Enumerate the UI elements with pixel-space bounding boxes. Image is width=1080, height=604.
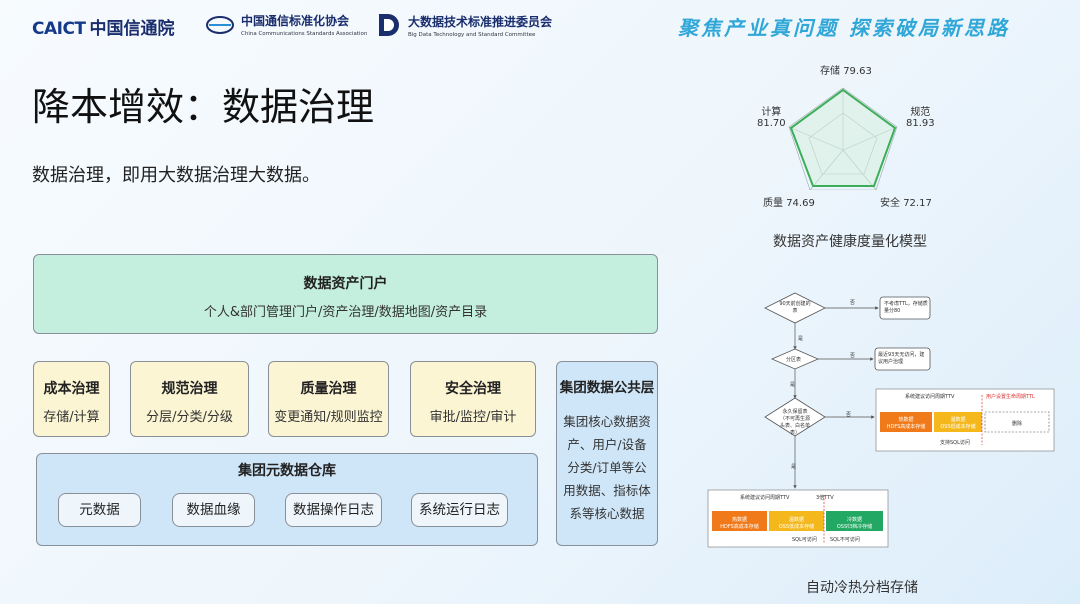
flow-d1-text: 90天前创建的表 xyxy=(779,301,811,314)
flow-r2-text: 最近93天无访问，建议用户治理 xyxy=(878,352,925,365)
portal-title: 数据资产门户 xyxy=(303,276,388,292)
flow-no-3: 否 xyxy=(846,412,852,418)
gov-quality-sub: 变更通知/规则监控 xyxy=(274,410,383,425)
caict-logo-en: CAICT xyxy=(32,19,86,39)
flow-d3-text: 永久保留表（不可再生源头表、白名单表） xyxy=(779,409,810,436)
warehouse-title: 集团元数据仓库 xyxy=(238,463,336,479)
flow-result-1 xyxy=(879,296,931,320)
gov-quality-title: 质量治理 xyxy=(300,381,357,397)
flow-d2-text: 分区表 xyxy=(786,357,802,363)
flow-sql-no: SQL不可访问 xyxy=(830,537,860,543)
radar-label-storage: 存储 79.63 xyxy=(820,66,872,77)
flow-hot-cell-2 xyxy=(712,511,767,531)
bdc-logo-sub: Big Data Technology and Standard Committ… xyxy=(408,31,536,38)
flow-warm-cell-1 xyxy=(934,412,982,432)
flow-result-2 xyxy=(874,347,931,371)
gov-security-title: 安全治理 xyxy=(445,381,501,397)
bdc-logo-title: 大数据技术标准推进委员会 xyxy=(408,14,553,29)
flow-yes-2: 是 xyxy=(790,382,796,388)
flow-warm-cell-2 xyxy=(769,511,824,531)
flow-no-2: 否 xyxy=(850,353,856,359)
flow-cold-cell xyxy=(826,511,883,531)
gov-security-box: 安全治理 审批/监控/审计 xyxy=(410,361,536,437)
portal-sub: 个人&部门管理门户/资产治理/数据地图/资产目录 xyxy=(203,305,488,320)
gov-spec-title: 规范治理 xyxy=(161,381,218,397)
bdc-logo-icon xyxy=(379,14,399,36)
warehouse-item-oplog: 数据操作日志 xyxy=(285,493,382,527)
flow-sql-ok: 支持SQL访问 xyxy=(940,440,970,446)
page-title: 降本增效：数据治理 xyxy=(32,85,375,129)
flow-r1-text: 不考虑TTL，存储质量分80 xyxy=(884,301,928,314)
flow-ttv3: 系统建议访问周期TTV xyxy=(740,495,790,501)
flow-yes-3: 是 xyxy=(791,464,797,470)
radar-grid-outer xyxy=(788,87,898,190)
radar-label-quality: 质量 74.69 xyxy=(763,198,815,209)
public-layer-title: 集团数据公共层 xyxy=(559,380,655,396)
radar-caption: 数据资产健康度量化模型 xyxy=(773,234,927,250)
warehouse-item-syslog: 系统运行日志 xyxy=(411,493,508,527)
gov-cost-box: 成本治理 存储/计算 xyxy=(33,361,110,437)
flow-hot-cell-1 xyxy=(880,412,932,432)
flow-delete: 删除 xyxy=(1012,421,1023,427)
slogan: 聚焦产业真问题 探索破局新思路 xyxy=(678,16,1010,40)
tiering-flowchart xyxy=(707,292,1055,548)
warehouse-item-lineage: 数据血缘 xyxy=(172,493,255,527)
ccsa-logo-title: 中国通信标准化协会 xyxy=(241,14,350,28)
gov-spec-sub: 分层/分类/分级 xyxy=(146,410,233,425)
ccsa-logo-sub: China Communications Standards Associati… xyxy=(241,31,368,37)
gov-quality-box: 质量治理 变更通知/规则监控 xyxy=(268,361,389,437)
radar-chart xyxy=(788,87,898,190)
flow-yes-1: 是 xyxy=(798,336,804,342)
warehouse-item-metadata: 元数据 xyxy=(58,493,141,527)
gov-cost-title: 成本治理 xyxy=(43,381,100,397)
bdc-logo: 大数据技术标准推进委员会 Big Data Technology and Sta… xyxy=(376,12,552,38)
portal-box: 数据资产门户 个人&部门管理门户/资产治理/数据地图/资产目录 xyxy=(33,254,658,334)
flow-delete-cell xyxy=(984,411,1050,433)
gov-spec-box: 规范治理 分层/分类/分级 xyxy=(130,361,249,437)
public-layer-sub: 集团核心数据资产、用户/设备分类/订单等公用数据、指标体系等核心数据 xyxy=(563,414,651,521)
ccsa-logo-icon xyxy=(206,15,234,34)
radar-label-security: 安全 72.17 xyxy=(880,198,932,209)
public-layer-box: 集团数据公共层 集团核心数据资产、用户/设备分类/订单等公用数据、指标体系等核心… xyxy=(556,361,658,546)
flow-ttv1: 系统建议访问周期TTV xyxy=(905,394,955,400)
flow-caption: 自动冷热分档存储 xyxy=(806,580,918,596)
page-subtitle: 数据治理，即用大数据治理大数据。 xyxy=(32,165,320,186)
flow-ttv2: 用户设置生命周期TTL xyxy=(986,394,1035,400)
caict-logo-cn: 中国信通院 xyxy=(89,19,175,39)
flow-sql-ok-2: SQL可访问 xyxy=(792,537,817,543)
gov-cost-sub: 存储/计算 xyxy=(43,410,100,425)
ccsa-logo: 中国通信标准化协会 China Communications Standards… xyxy=(205,12,367,37)
gov-security-sub: 审批/监控/审计 xyxy=(429,410,517,425)
flow-ttv4: 3倍TTV xyxy=(816,495,834,501)
radar-series xyxy=(789,88,897,187)
flow-no-1: 否 xyxy=(850,300,856,306)
